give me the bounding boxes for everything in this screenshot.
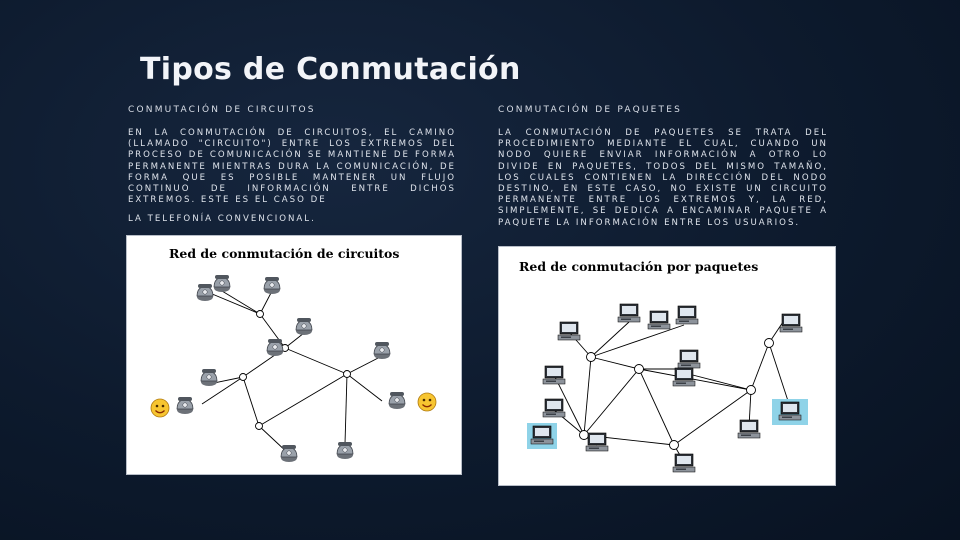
circuit-network-figure: Red de conmutación de circuitos	[126, 235, 462, 475]
circuit-heading: CONMUTACIÓN DE CIRCUITOS	[128, 105, 316, 115]
packet-heading: CONMUTACIÓN DE PAQUETES	[498, 105, 683, 115]
circuit-figure-title: Red de conmutación de circuitos	[169, 246, 400, 261]
packet-figure-title: Red de conmutación por paquetes	[519, 259, 759, 274]
circuit-description-text: EN LA CONMUTACIÓN DE CIRCUITOS, EL CAMIN…	[128, 128, 456, 206]
packet-network-figure: Red de conmutación por paquetes	[498, 246, 836, 486]
circuit-links	[201, 290, 383, 455]
packet-description: LA CONMUTACIÓN DE PAQUETES SE TRATA DEL …	[498, 128, 828, 228]
circuit-description: EN LA CONMUTACIÓN DE CIRCUITOS, EL CAMIN…	[128, 128, 456, 226]
computer-icon	[530, 303, 803, 473]
network-node-icon	[579, 338, 774, 450]
circuit-description-end: LA TELEFONÍA CONVENCIONAL.	[128, 214, 316, 225]
slide-title: Tipos de Conmutación	[140, 52, 521, 87]
packet-network-diagram	[527, 303, 808, 473]
circuit-network-diagram	[150, 274, 437, 463]
circuit-switch-nodes	[239, 310, 351, 430]
telephone-icon	[176, 274, 406, 463]
